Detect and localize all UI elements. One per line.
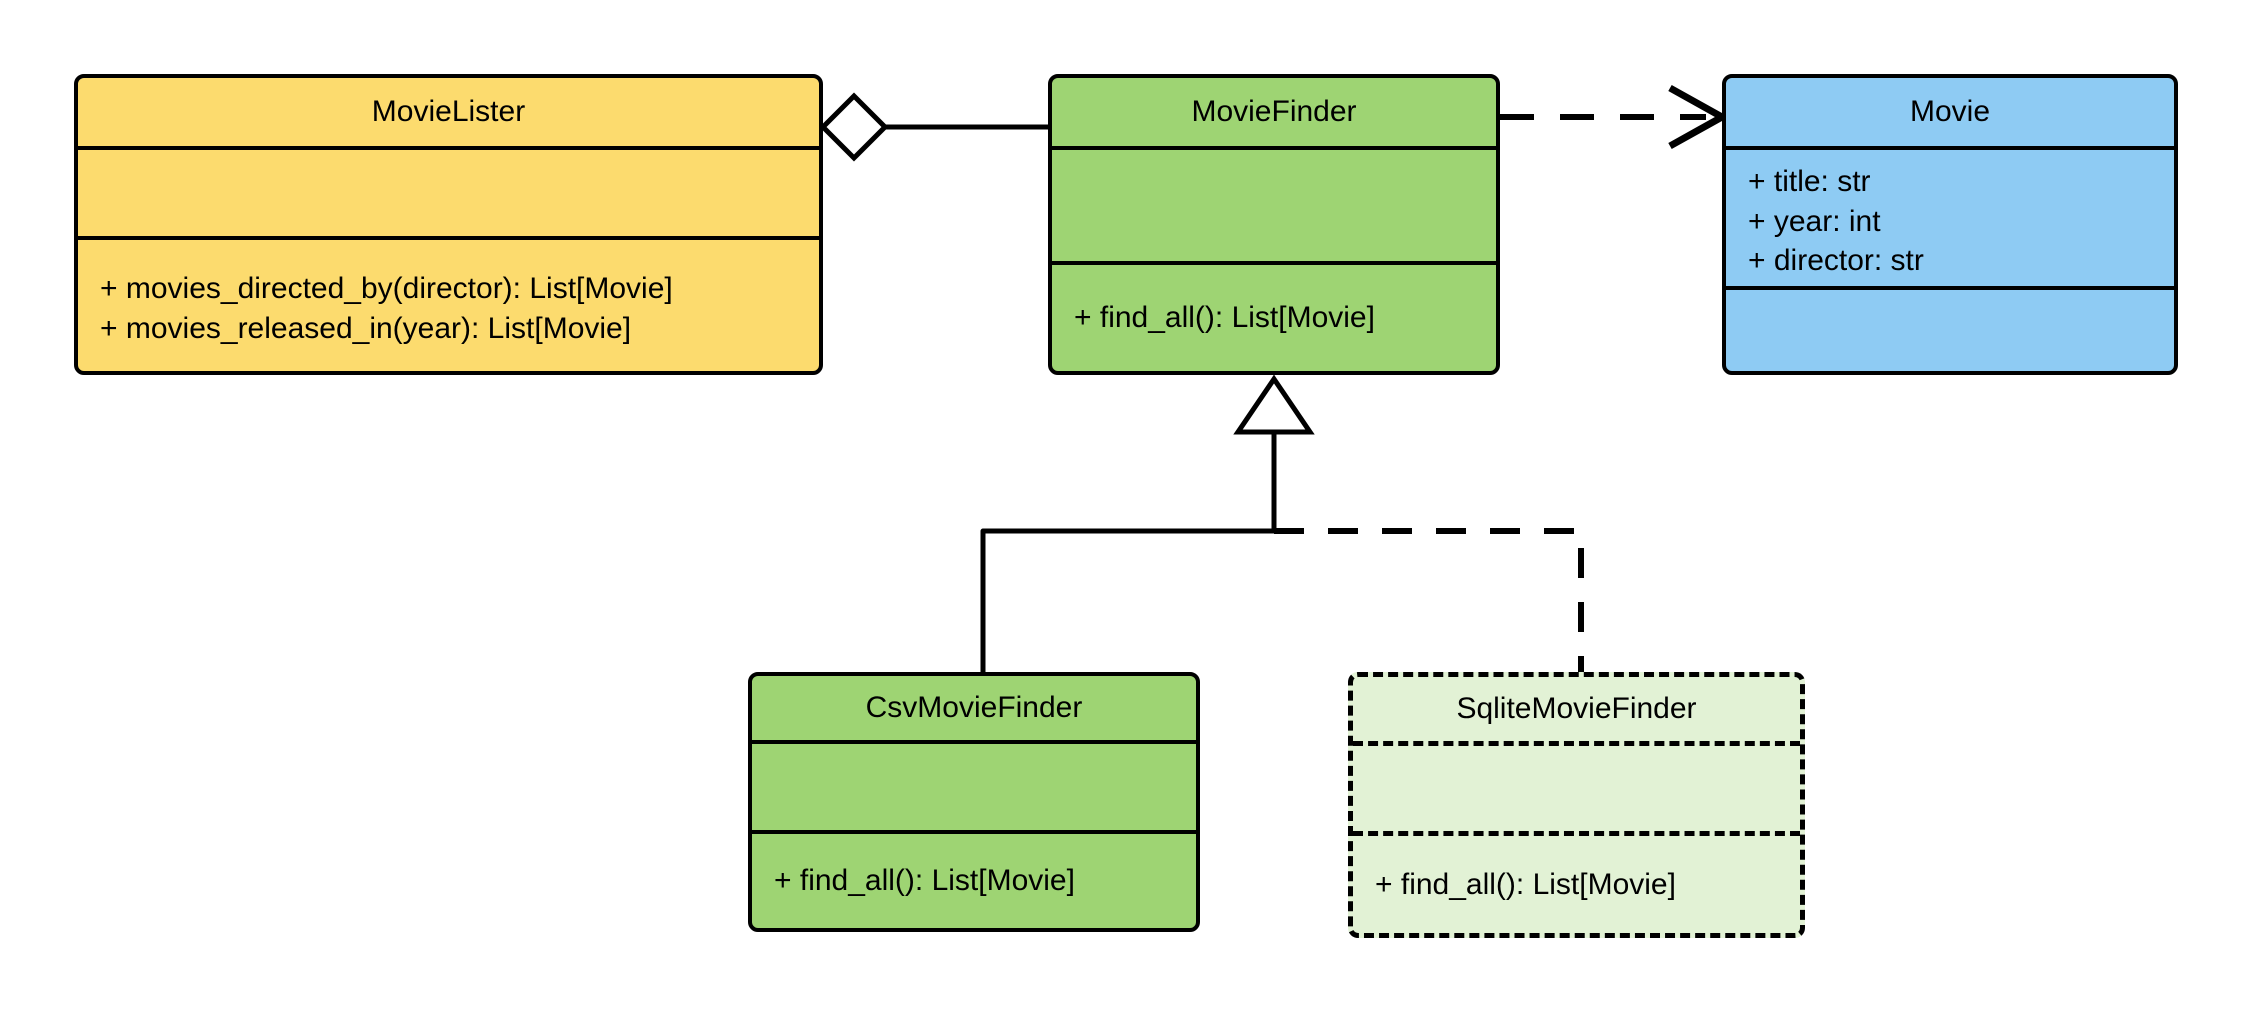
class-name-movie: Movie — [1909, 95, 1991, 128]
edge-generalization-csv — [980, 528, 1277, 672]
class-title-compartment: MovieLister — [78, 78, 819, 146]
hollow-diamond-marker — [819, 92, 889, 162]
class-name-csv-movie-finder: CsvMovieFinder — [865, 691, 1083, 724]
class-name-sqlite-movie-finder: SqliteMovieFinder — [1456, 692, 1697, 725]
sqlite-inheritance-elbow — [1274, 528, 1584, 672]
class-box-movie-lister[interactable]: MovieLister + movies_directed_by(directo… — [74, 74, 823, 375]
class-box-movie-finder[interactable]: MovieFinder + find_all(): List[Movie] — [1048, 74, 1500, 375]
class-attributes-compartment: + title: str + year: int + director: str — [1726, 146, 2174, 286]
class-attributes-compartment — [1353, 741, 1800, 831]
class-name-movie-lister: MovieLister — [371, 95, 526, 128]
class-title-compartment: Movie — [1726, 78, 2174, 146]
edge-dependency-finder-movie — [1500, 84, 1730, 150]
method-line: + find_all(): List[Movie] — [1375, 867, 1676, 901]
hollow-triangle-marker — [1233, 374, 1315, 435]
method-line: + movies_directed_by(director): List[Mov… — [100, 271, 673, 305]
attribute-line: + director: str — [1748, 244, 1924, 278]
method-line: + find_all(): List[Movie] — [774, 864, 1075, 898]
class-methods-compartment: + find_all(): List[Movie] — [1353, 831, 1800, 933]
class-box-sqlite-movie-finder[interactable]: SqliteMovieFinder + find_all(): List[Mov… — [1348, 672, 1805, 938]
edge-generalization-trunk — [1233, 374, 1315, 529]
class-attributes-compartment — [752, 740, 1196, 830]
method-line: + movies_released_in(year): List[Movie] — [100, 311, 632, 345]
class-methods-compartment: + find_all(): List[Movie] — [752, 830, 1196, 928]
class-name-movie-finder: MovieFinder — [1191, 95, 1357, 128]
csv-inheritance-elbow — [980, 528, 1277, 672]
class-methods-compartment: + find_all(): List[Movie] — [1052, 261, 1496, 371]
class-attributes-compartment — [78, 146, 819, 236]
class-box-csv-movie-finder[interactable]: CsvMovieFinder + find_all(): List[Movie] — [748, 672, 1200, 932]
edge-aggregation-lister-finder — [819, 92, 1048, 162]
class-title-compartment: MovieFinder — [1052, 78, 1496, 146]
attribute-line: + year: int — [1748, 204, 1881, 238]
class-attributes-compartment — [1052, 146, 1496, 261]
method-line: + find_all(): List[Movie] — [1074, 301, 1375, 335]
attribute-line: + title: str — [1748, 165, 1871, 198]
class-title-compartment: SqliteMovieFinder — [1353, 677, 1800, 741]
class-methods-compartment — [1726, 286, 2174, 371]
class-title-compartment: CsvMovieFinder — [752, 676, 1196, 740]
class-box-movie[interactable]: Movie + title: str + year: int + directo… — [1722, 74, 2178, 375]
edge-generalization-sqlite — [1274, 528, 1584, 672]
class-methods-compartment: + movies_directed_by(director): List[Mov… — [78, 236, 819, 371]
